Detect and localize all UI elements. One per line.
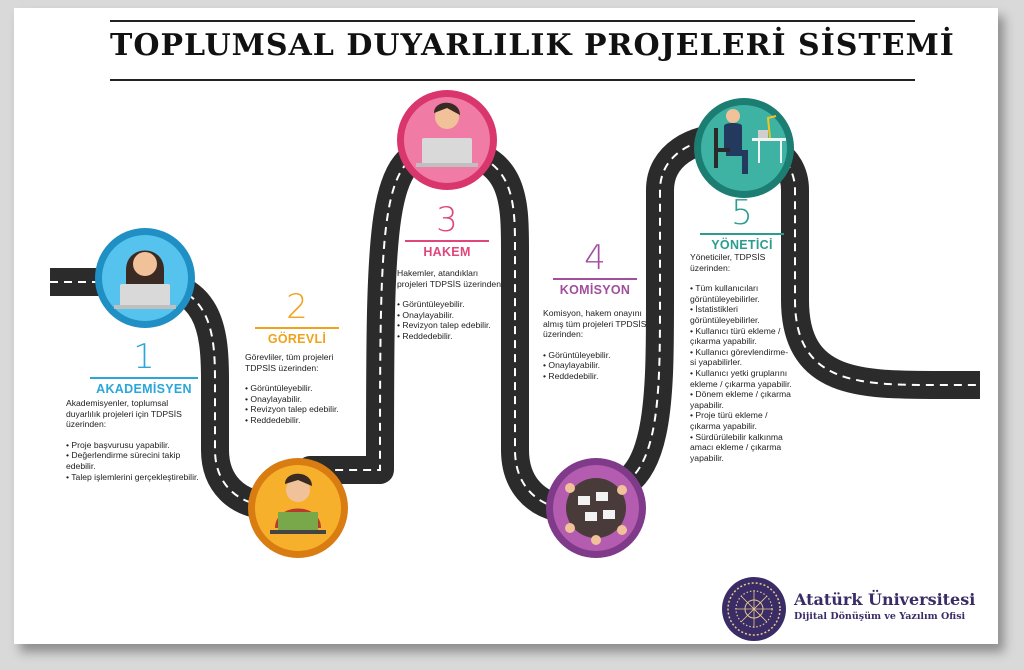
- step-5-heading: 5 YÖNETİCİ: [700, 196, 784, 252]
- title-bottom-rule: [110, 79, 915, 81]
- step-1-heading: 1 AKADEMİSYEN: [90, 340, 198, 396]
- step-5-intro: Yöneticiler, TDPSİS üzerinden:: [690, 252, 766, 273]
- step-3-intro: Hakemler, atandıkları projeleri TDPSİS ü…: [397, 268, 504, 289]
- step-2-intro: Görevliler, tüm projeleri TDPSİS üzerind…: [245, 352, 334, 373]
- step-5-item: • Kullanıcı türü ekleme / çıkarma yapabi…: [690, 325, 781, 347]
- step-5-item: • Tüm kullanıcıları görüntüleyebilirler.: [690, 283, 760, 304]
- step-5-number: 5: [731, 193, 753, 233]
- step-5-item: • Dönem ekleme / çıkarma yapabilir.: [690, 389, 791, 410]
- step-5-item: • Kullanıcı yetki gruplarını ekleme / çı…: [690, 367, 792, 389]
- step-3-item: • Reddedebilir.: [397, 330, 453, 341]
- step-4-label: KOMİSYON: [559, 283, 631, 297]
- step-2-number: 2: [286, 287, 308, 327]
- office-name: Dijital Dönüşüm ve Yazılım Ofisi: [794, 611, 966, 622]
- step-3-item: • Onaylayabilir.: [397, 309, 454, 320]
- step-1-number: 1: [133, 337, 155, 377]
- step-5-label: YÖNETİCİ: [711, 238, 773, 252]
- step-5-item: • Kullanıcı görevlendirme-si yapabilirle…: [690, 346, 789, 368]
- step-2-item: • Görüntüleyebilir.: [245, 383, 313, 394]
- step-2-item: • Onaylayabilir.: [245, 393, 302, 404]
- step-3-item: • Görüntüleyebilir.: [397, 299, 465, 310]
- university-emblem: [722, 577, 786, 641]
- university-name: Atatürk Üniversitesi: [794, 590, 976, 609]
- komisyon-avatar: [546, 458, 646, 558]
- yonetici-avatar: [694, 98, 794, 198]
- akademisyen-avatar: [95, 228, 195, 328]
- step-3-label: HAKEM: [423, 245, 471, 259]
- step-2-heading: 2 GÖREVLİ: [255, 290, 339, 346]
- step-2-item: • Reddedebilir.: [245, 414, 301, 425]
- step-3-heading: 3 HAKEM: [405, 203, 489, 259]
- step-4-underline: [553, 278, 637, 280]
- step-1-item: • Değerlendirme sürecini takip edebilir.: [66, 450, 181, 471]
- step-4-heading: 4 KOMİSYON: [553, 241, 637, 297]
- step-5-item: • Proje türü ekleme / çıkarma yapabilir.: [690, 410, 768, 431]
- step-3-number: 3: [436, 200, 458, 240]
- step-5-item: • Sürdürülebilir kalkınma amacı ekleme /…: [690, 431, 783, 463]
- step-5-underline: [700, 233, 784, 235]
- gorevli-avatar: [248, 458, 348, 558]
- step-3-item: • Revizyon talep edebilir.: [397, 320, 491, 331]
- step-1-item: • Proje başvurusu yapabilir.: [66, 439, 170, 450]
- page-title: TOPLUMSAL DUYARLILIK PROJELERİ SİSTEMİ: [110, 28, 955, 63]
- step-5-description: Yöneticiler, TDPSİS üzerinden: • Tüm kul…: [690, 252, 794, 463]
- step-1-description: Akademisyenler, toplumsal duyarlılık pro…: [66, 398, 202, 482]
- step-3-underline: [405, 240, 489, 242]
- step-4-description: Komisyon, hakem onayını almış tüm projel…: [543, 308, 655, 382]
- step-2-item: • Revizyon talep edebilir.: [245, 404, 339, 415]
- step-1-label: AKADEMİSYEN: [96, 382, 192, 396]
- step-2-description: Görevliler, tüm projeleri TDPSİS üzerind…: [245, 352, 357, 426]
- step-1-underline: [90, 377, 198, 379]
- hakem-avatar: [397, 90, 497, 190]
- step-5-item: • İstatistikleri görüntüleyebilirler.: [690, 304, 760, 325]
- title-top-rule: [110, 20, 915, 22]
- university-logo: Atatürk Üniversitesi Dijital Dönüşüm ve …: [794, 590, 975, 622]
- step-2-underline: [255, 327, 339, 329]
- step-1-intro: Akademisyenler, toplumsal duyarlılık pro…: [66, 398, 182, 430]
- step-1-item: • Talep işlemlerini gerçekleştirebilir.: [66, 471, 199, 482]
- step-4-item: • Onaylayabilir.: [543, 360, 600, 371]
- step-4-number: 4: [584, 238, 606, 278]
- step-3-description: Hakemler, atandıkları projeleri TDPSİS ü…: [397, 268, 505, 342]
- step-4-intro: Komisyon, hakem onayını almış tüm projel…: [543, 308, 647, 340]
- step-4-item: • Görüntüleyebilir.: [543, 349, 611, 360]
- step-4-item: • Reddedebilir.: [543, 370, 599, 381]
- step-2-label: GÖREVLİ: [267, 332, 327, 346]
